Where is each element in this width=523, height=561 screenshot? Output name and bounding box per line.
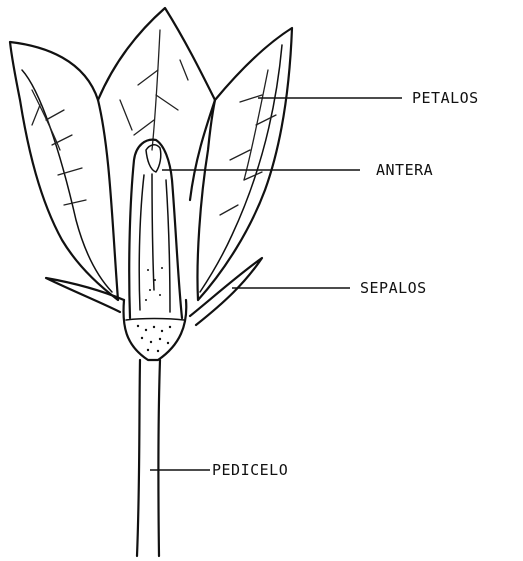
ovary-stipple [137,325,171,352]
petal-right [197,28,292,300]
label-sepalos: SEPALOS [360,279,427,297]
receptacle [123,300,186,360]
sepal-left [46,278,124,312]
petal-left [10,42,118,300]
label-pedicelo: PEDICELO [212,461,288,479]
label-petalos: PETALOS [412,89,479,107]
stamen-column [129,140,182,318]
pedicel-stem [137,360,160,556]
label-antera: ANTERA [376,161,433,179]
